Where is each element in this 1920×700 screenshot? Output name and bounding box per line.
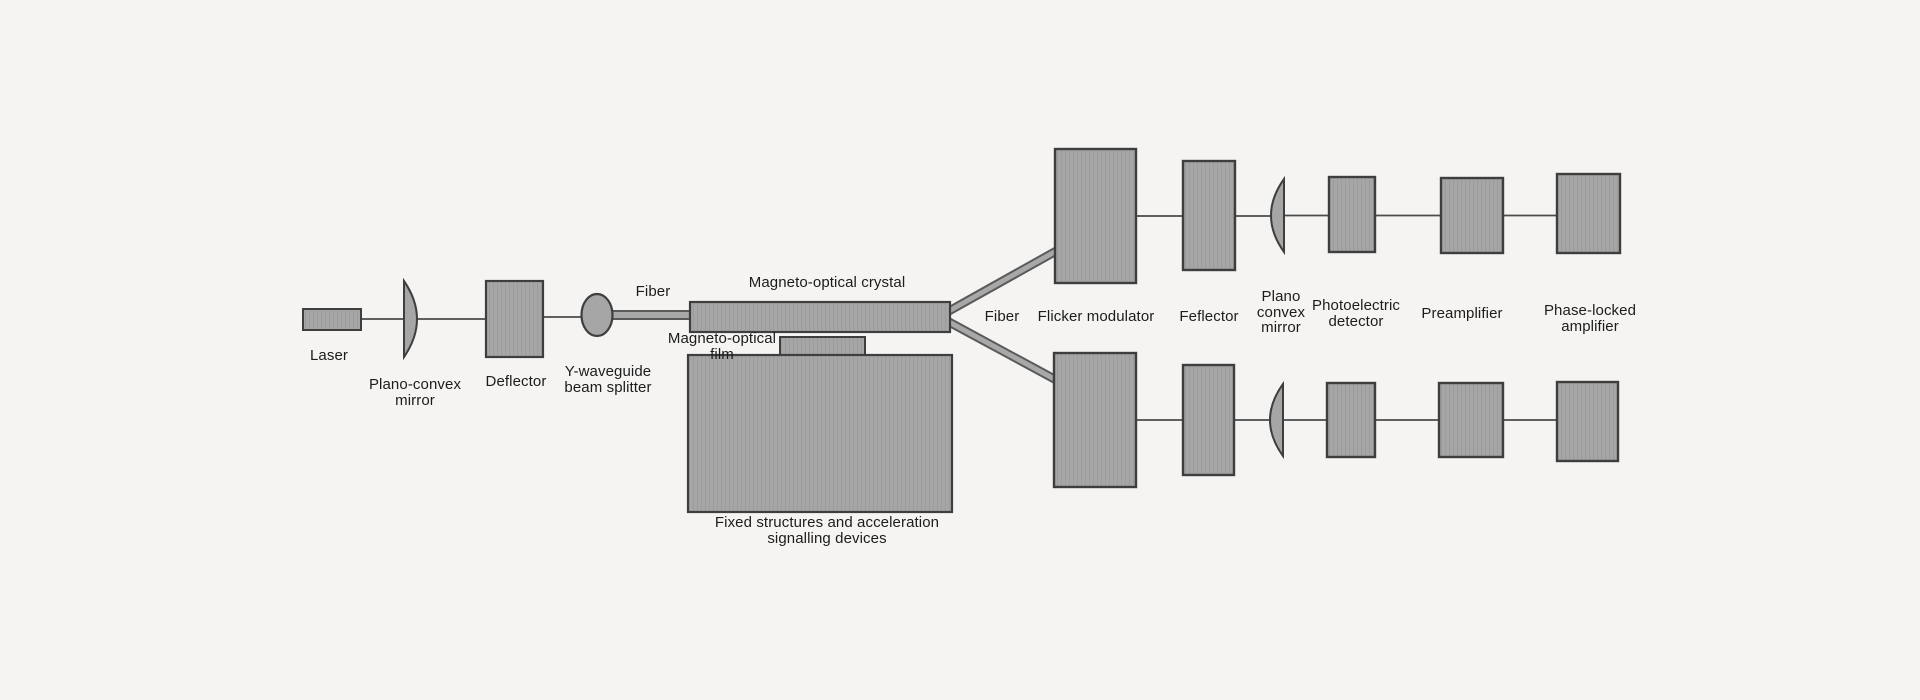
deflector-shape [484, 279, 545, 359]
label-deflector: Deflector [485, 373, 547, 390]
preamplifier-lower-shape [1437, 381, 1505, 459]
magneto-optical-film-shape [779, 336, 866, 357]
label-preamplifier: Preamplifier [1421, 305, 1503, 322]
label-feflector: Feflector [1179, 308, 1239, 325]
label-plano-convex-mirror-right: Plano convex mirror [1256, 288, 1306, 336]
label-magneto-optical-film: Magneto-optical film [667, 330, 777, 363]
label-y-waveguide-beam-splitter: Y-waveguide beam splitter [564, 363, 652, 396]
label-laser: Laser [309, 347, 349, 364]
photoelectric-detector-upper-shape [1327, 175, 1377, 254]
label-photoelectric-detector: Photoelectric detector [1311, 297, 1401, 330]
plano-convex-mirror-upper-shape [1270, 175, 1285, 256]
label-fiber-left: Fiber [635, 283, 671, 300]
fiber-lower-core [947, 319, 1060, 384]
plano-convex-mirror-left-shape [403, 277, 418, 361]
plano-convex-mirror-lower-shape [1269, 380, 1284, 460]
phase-locked-amplifier-upper-shape [1555, 172, 1622, 255]
label-plano-convex-mirror-left: Plano-convex mirror [368, 376, 462, 409]
y-waveguide-beam-splitter-shape [580, 292, 614, 338]
flicker-modulator-lower-shape [1052, 351, 1138, 489]
label-fiber-right: Fiber [984, 308, 1020, 325]
feflector-lower-shape [1181, 363, 1236, 477]
label-phase-locked-amplifier: Phase-locked amplifier [1543, 302, 1637, 335]
fiber-upper-core [947, 247, 1060, 314]
flicker-modulator-upper-shape [1053, 147, 1138, 285]
preamplifier-upper-shape [1439, 176, 1505, 255]
laser-shape [302, 308, 362, 331]
label-magneto-optical-crystal: Magneto-optical crystal [748, 274, 906, 291]
label-flicker-modulator: Flicker modulator [1037, 308, 1155, 325]
phase-locked-amplifier-lower-shape [1555, 380, 1620, 463]
fixed-structures-shape [686, 353, 954, 514]
photoelectric-detector-lower-shape [1325, 381, 1377, 459]
feflector-upper-shape [1181, 159, 1237, 272]
label-fixed-structures: Fixed structures and acceleration signal… [714, 514, 940, 547]
magneto-optical-crystal-shape [688, 300, 952, 334]
